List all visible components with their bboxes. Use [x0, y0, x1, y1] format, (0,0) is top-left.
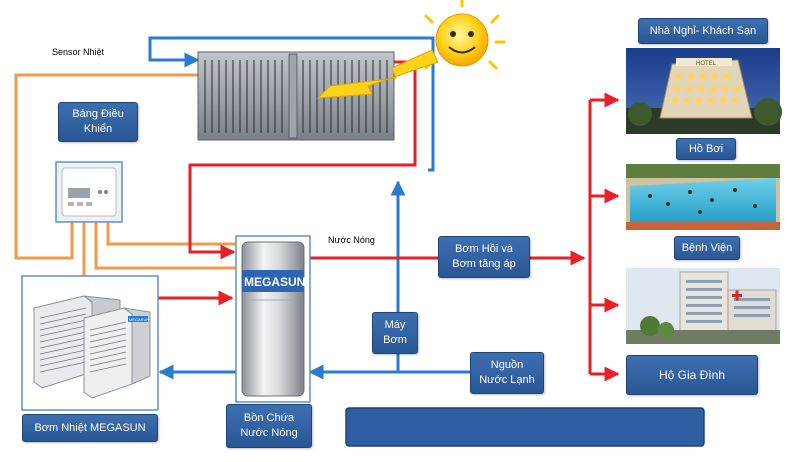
cold-water-label: Nguồn Nước Lạnh	[470, 352, 544, 394]
sun-icon	[424, 0, 506, 70]
pool-photo	[626, 164, 780, 230]
controller-device	[55, 161, 123, 223]
cold-lines	[148, 36, 470, 380]
hotel-photo: HOTEL	[626, 48, 782, 134]
tank-label: Bồn Chứa Nước Nóng	[226, 404, 312, 448]
sensor-line	[14, 73, 198, 260]
sunbeam-icon	[316, 49, 439, 99]
control-panel-label: Bảng Điều Khiển	[58, 102, 138, 142]
hot-water-tank: MEGASUN	[235, 235, 311, 403]
caption-bar	[345, 407, 705, 447]
control-lines	[14, 73, 238, 276]
solar-panel	[197, 51, 395, 141]
hot-water-line-label: Nước Nóng	[328, 235, 375, 245]
sensor-label: Sensor Nhiệt	[52, 47, 105, 57]
hotel-sign-text: HOTEL	[696, 61, 717, 67]
heat-pump-units: MEGASUN	[21, 275, 159, 411]
panel-return-line	[148, 36, 435, 172]
hospital-photo	[626, 268, 780, 344]
pool-label: Hồ Bơi	[676, 138, 736, 160]
control-to-tank-line-2	[106, 222, 238, 246]
hospital-label: Bệnh Viện	[674, 236, 740, 260]
hot-lines	[158, 60, 620, 382]
heat-pump-label: Bơm Nhiệt MEGASUN	[22, 414, 158, 442]
tank-brand-text: MEGASUN	[244, 275, 305, 289]
household-label: Hộ Gia Đình	[626, 355, 758, 395]
unit-brand-text: MEGASUN	[129, 317, 149, 322]
pump-box-label: Bơm Hồi và Bơm tăng áp	[438, 236, 530, 278]
hotel-label: Nhà Nghỉ- Khách Sạn	[638, 18, 768, 44]
pump-label: Máy Bơm	[372, 312, 418, 354]
control-to-tank-line-1	[94, 222, 238, 270]
